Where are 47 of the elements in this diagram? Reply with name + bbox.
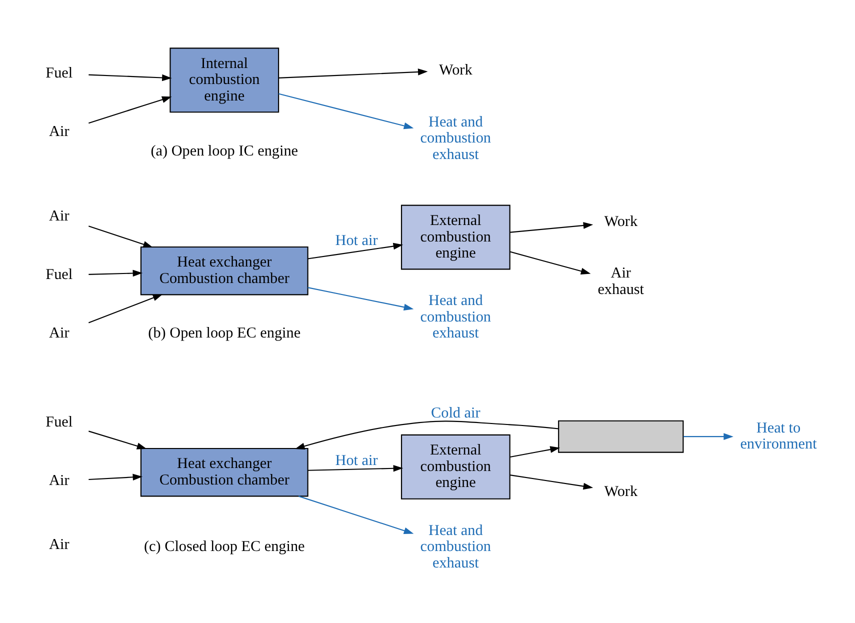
node-box: Heat exchanger Combustion chamber: [140, 246, 308, 295]
node-text: Air: [49, 122, 70, 140]
arrow: [683, 432, 734, 440]
edge-label: Cold air: [431, 404, 480, 421]
arrow: [308, 464, 404, 472]
node-text: Air: [49, 472, 70, 489]
arrow: [308, 242, 404, 259]
node-text: Heat and combustion exhaust: [420, 292, 492, 342]
node-text: Heat and combustion exhaust: [420, 521, 492, 571]
node-box: [558, 420, 684, 452]
node-text: Fuel: [46, 413, 73, 430]
arrow: [510, 474, 594, 490]
node-text: Work: [439, 60, 472, 78]
arrow: [278, 68, 428, 78]
node-text: Heat and combustion exhaust: [420, 112, 492, 162]
node-text: Fuel: [46, 266, 73, 283]
node-text: Air exhaust: [598, 264, 644, 298]
arrow: [88, 269, 143, 276]
arrow: [510, 222, 594, 232]
node-text: Heat to environment: [740, 418, 817, 452]
node-box: External combustion engine: [400, 204, 510, 270]
arrow: [88, 96, 172, 124]
edge-label: Hot air: [335, 451, 378, 468]
arrow: [88, 225, 153, 248]
node-box: Internal combustion engine: [170, 47, 280, 112]
label: Air: [49, 535, 70, 552]
node-box: Heat exchanger Combustion chamber: [140, 447, 308, 496]
label: (a) Open loop IC engine: [150, 142, 298, 160]
label: (c) Closed loop EC engine: [144, 538, 305, 555]
arrow: [88, 473, 143, 480]
edge-label: Hot air: [335, 232, 378, 249]
arrow: [294, 420, 559, 449]
node-text: Air: [49, 324, 70, 342]
node-text: Work: [604, 482, 638, 500]
node-text: Work: [604, 212, 638, 230]
node-box: External combustion engine: [400, 434, 510, 499]
arrow: [298, 495, 414, 534]
arrow: [510, 446, 560, 458]
arrow: [88, 294, 163, 323]
arrow: [88, 430, 147, 449]
label: (b) Open loop EC engine: [148, 324, 301, 342]
arrow: [308, 286, 414, 310]
arrow: [278, 92, 414, 129]
arrow: [510, 250, 591, 274]
node-text: Air: [49, 207, 70, 224]
arrow: [88, 74, 172, 81]
node-text: Fuel: [46, 64, 73, 82]
